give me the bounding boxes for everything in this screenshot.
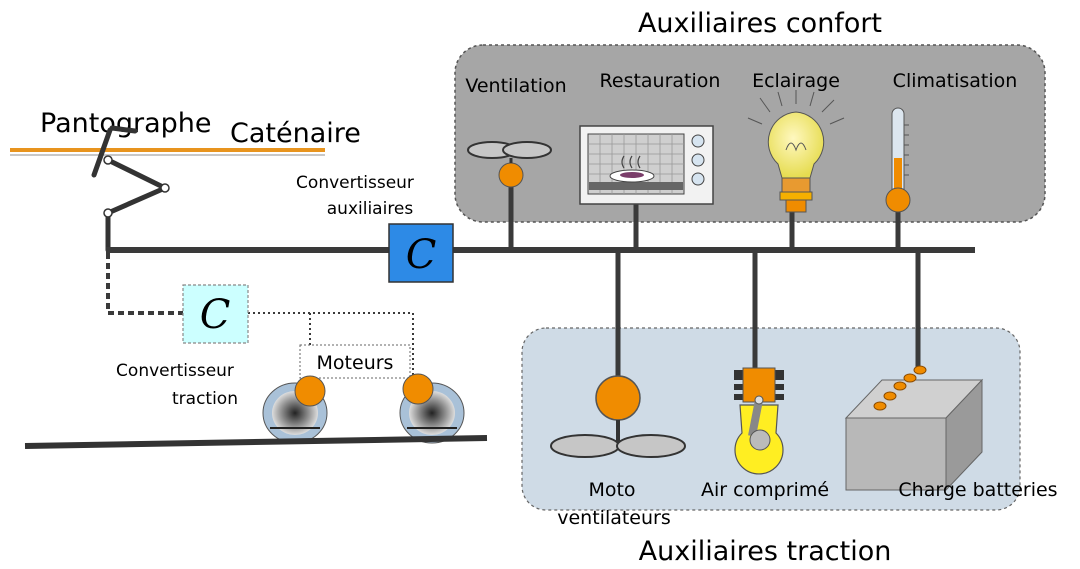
confort-item-ventilation: Ventilation (465, 75, 566, 97)
conv-traction-symbol: C (200, 292, 231, 338)
conv-aux-label-1: Convertisseur (296, 173, 414, 193)
confort-item-eclairage: Eclairage (752, 70, 840, 92)
fan-icon (467, 141, 552, 188)
thermometer-icon (885, 107, 911, 213)
compressor-engine-icon (734, 367, 784, 475)
wheel-icon (399, 373, 465, 444)
conv-traction-label-1: Convertisseur (116, 361, 234, 381)
moteurs-label-box (299, 344, 411, 379)
pantographe-label: Pantographe (40, 108, 211, 139)
wheel-icon (262, 375, 328, 444)
conv-traction-box (182, 284, 249, 344)
conv-traction-label-2: traction (172, 389, 238, 409)
battery-icon (844, 365, 984, 492)
traction-item-air-comprime: Air comprimé (701, 479, 829, 501)
traction-item-ventilateurs: ventilateurs (557, 507, 671, 529)
motor-fan-icon (550, 375, 686, 458)
traction-title: Auxiliaires traction (639, 536, 892, 567)
moteurs-label: Moteurs (317, 352, 394, 374)
traction-item-charge-batteries: Charge batteries (898, 479, 1057, 501)
rail (24, 435, 488, 449)
conv-aux-symbol: C (406, 232, 437, 278)
catenaire-label: Caténaire (230, 118, 361, 149)
traction-item-moto: Moto (588, 479, 635, 501)
light-bulb-icon (747, 90, 845, 213)
confort-title: Auxiliaires confort (638, 8, 882, 39)
conv-aux-box (388, 223, 454, 283)
confort-item-climatisation: Climatisation (893, 70, 1018, 92)
confort-item-restauration: Restauration (600, 70, 721, 92)
pantograph-icon (91, 125, 168, 253)
microwave-icon (579, 125, 714, 205)
traction-feed (106, 253, 185, 315)
conv-aux-label-2: auxiliaires (327, 199, 414, 219)
